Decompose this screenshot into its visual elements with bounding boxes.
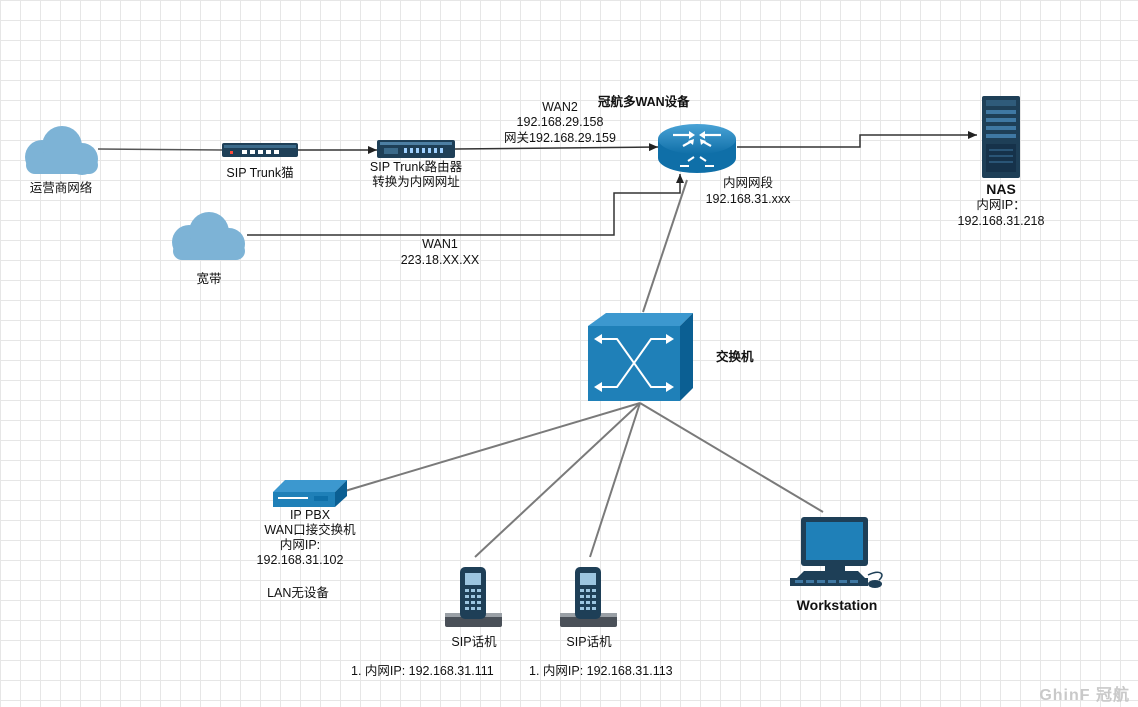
sip-router-icon [377, 140, 455, 158]
nas-ip-label: 内网IP： [976, 198, 1026, 212]
wan2-label: WAN2 [542, 100, 578, 114]
nas-server-icon [982, 96, 1020, 178]
link-switch-phone1 [474, 402, 641, 558]
ip-pbx-icon [273, 480, 347, 507]
sip-phone-icon [560, 567, 617, 627]
sip-phone-1-ip: 1. 内网IP: 192.168.31.111 [351, 664, 494, 678]
nas-ip-value: 192.168.31.218 [957, 214, 1045, 228]
link-switch-pbx [344, 402, 641, 492]
wan2-ip: 192.168.29.158 [516, 115, 604, 129]
link-switch-workstation [639, 402, 824, 513]
ip-pbx-wan-note: WAN口接交换机 [264, 523, 356, 537]
link-wan-nas [737, 131, 977, 148]
ip-pbx-label: IP PBX [289, 508, 331, 522]
carrier-network-label: 运营商网络 [29, 181, 93, 195]
multi-wan-device-label: 冠航多WAN设备 [598, 95, 690, 109]
wan1-label: WAN1 [422, 237, 458, 251]
carrier-cloud-icon [25, 126, 98, 175]
link-carrier-modem [97, 148, 223, 151]
workstation-icon [790, 517, 883, 588]
ip-pbx-ip-label: 内网IP: [279, 538, 321, 552]
link-switch-phone2 [589, 402, 641, 558]
router-icon [658, 124, 736, 173]
wan1-ip: 223.18.XX.XX [400, 253, 480, 267]
sip-phone-icon [445, 567, 502, 627]
nas-label: NAS [986, 181, 1016, 197]
sip-phone-1-label: SIP话机 [451, 635, 497, 649]
switch-icon [588, 313, 693, 401]
workstation-label: Workstation [796, 597, 878, 613]
sip-router-sublabel: 转换为内网网址 [372, 175, 460, 189]
sip-router-label: SIP Trunk路由器 [369, 160, 463, 174]
sip-trunk-modem-label: SIP Trunk猫 [226, 166, 294, 180]
ip-pbx-ip-value: 192.168.31.102 [256, 553, 344, 567]
broadband-cloud-icon [172, 212, 245, 260]
link-broadband-wan [247, 174, 684, 236]
sip-phone-2-ip: 1. 内网IP: 192.168.31.113 [529, 664, 673, 678]
lan-segment-range: 192.168.31.xxx [705, 192, 791, 206]
switch-label: 交换机 [716, 350, 754, 364]
lan-segment-label: 内网网段 [722, 176, 774, 190]
broadband-label: 宽带 [196, 272, 222, 286]
sip-phone-2-label: SIP话机 [566, 635, 612, 649]
link-switch-wan [642, 179, 688, 313]
watermark: GhinF 冠航 [1039, 687, 1130, 704]
pbx-lan-note: LAN无设备 [267, 586, 329, 600]
modem-icon [222, 143, 298, 157]
wan2-gateway: 网关192.168.29.159 [504, 131, 616, 145]
link-router-wan [454, 143, 659, 152]
